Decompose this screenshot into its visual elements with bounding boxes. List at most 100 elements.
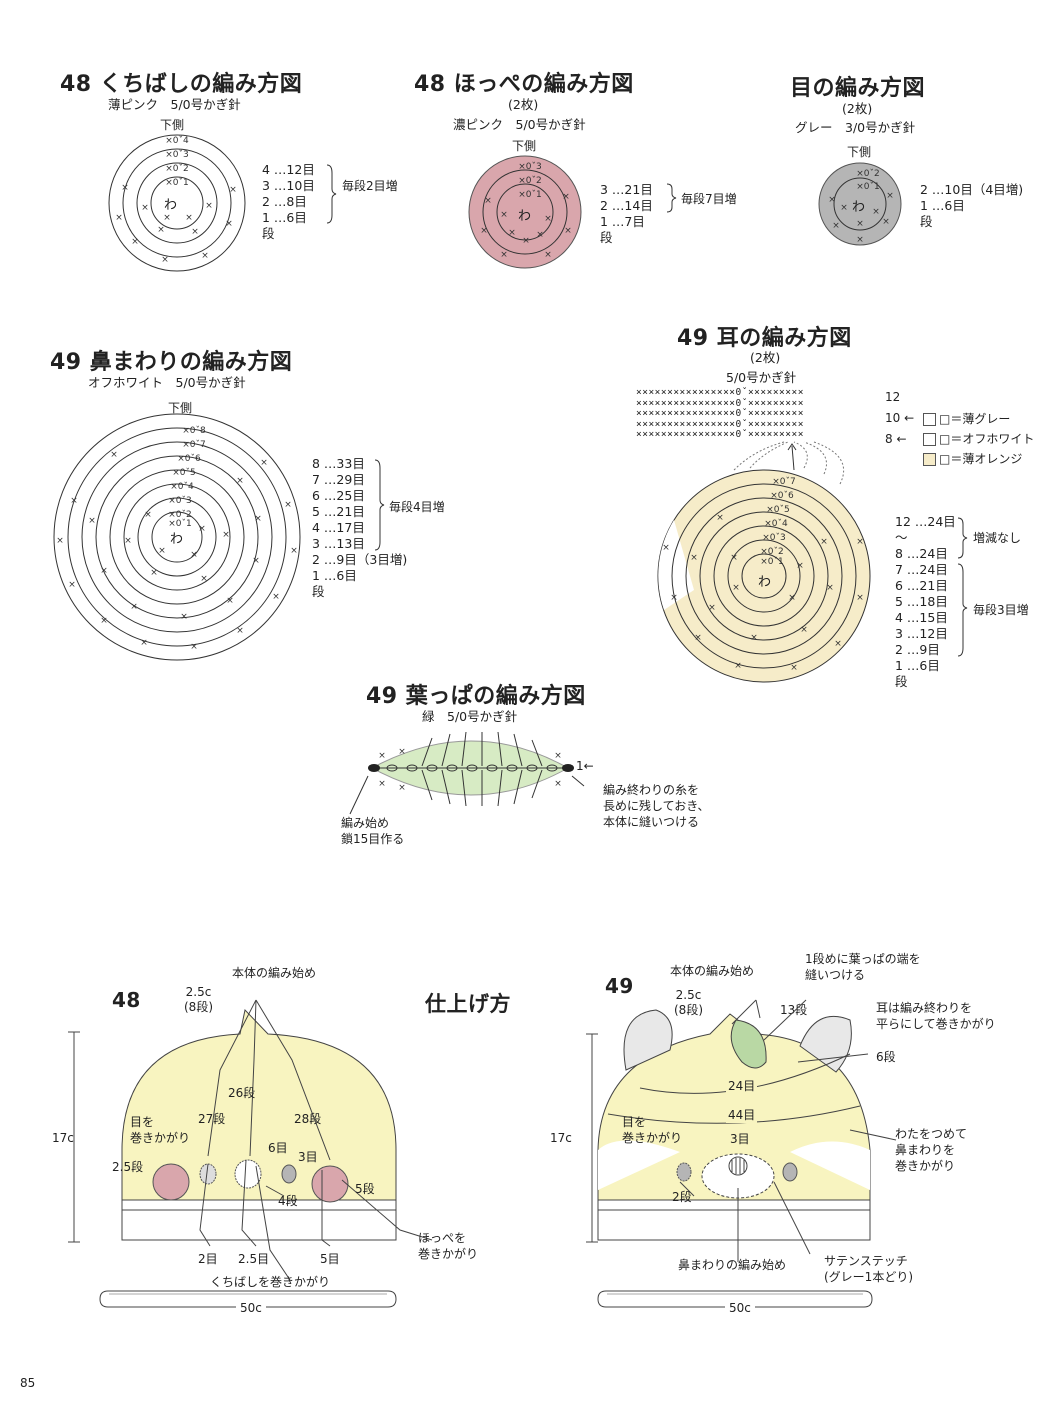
beak-center: わ xyxy=(164,198,178,213)
svg-text:×: × xyxy=(157,225,165,235)
svg-text:×: × xyxy=(708,603,716,613)
svg-text:×0ˇ2: ×0ˇ2 xyxy=(518,175,542,186)
svg-text:×: × xyxy=(716,513,724,523)
svg-text:×: × xyxy=(236,476,244,486)
ear-flat-rows: ××××××××××××××××0ˇ××××××××× ××××××××××××… xyxy=(636,387,804,440)
svg-text:×: × xyxy=(130,602,138,612)
hat48-cheek-note: ほっぺを巻きかがり xyxy=(418,1231,479,1261)
beak-diagram: ×0ˇ4×0ˇ3×0ˇ2×0ˇ1 ×××× ××× ×××× ×× xyxy=(108,134,246,272)
svg-text:×0ˇ3: ×0ˇ3 xyxy=(518,161,542,172)
svg-text:×: × xyxy=(252,556,260,566)
finishing-title: 仕上げ方 xyxy=(425,992,511,1016)
ear-brackets xyxy=(957,517,968,657)
cheek-bracket xyxy=(666,183,677,213)
nose-yarn: オフホワイト 5/0号かぎ針 xyxy=(88,375,246,390)
hat49-r2: 2段 xyxy=(672,1190,692,1204)
svg-text:×: × xyxy=(750,633,758,643)
hat49-m3: 3目 xyxy=(730,1132,750,1146)
svg-text:×: × xyxy=(398,747,406,757)
svg-text:×: × xyxy=(254,514,262,524)
hat49-nose-start: 鼻まわりの編み始め xyxy=(678,1258,787,1272)
svg-text:×: × xyxy=(790,663,798,673)
leaf-diagram: ×××× ×× xyxy=(349,731,585,815)
svg-text:×: × xyxy=(229,185,237,195)
svg-text:×: × xyxy=(158,546,166,556)
svg-text:×: × xyxy=(694,633,702,643)
hat48-r28: 28段 xyxy=(294,1112,322,1126)
hat48-r5: 5段 xyxy=(355,1182,375,1196)
hat49-stuff-note: わたをつめて鼻まわりを巻きかがり xyxy=(895,1127,968,1173)
svg-text:×0ˇ6: ×0ˇ6 xyxy=(770,490,794,501)
hat48-diagram xyxy=(68,999,433,1308)
hat48-start-label: 本体の編み始め xyxy=(232,966,317,980)
svg-text:×: × xyxy=(800,625,808,635)
svg-text:×: × xyxy=(832,221,840,231)
svg-text:×0ˇ4: ×0ˇ4 xyxy=(170,481,194,492)
svg-text:×: × xyxy=(150,568,158,578)
beak-bracket-note: 毎段2目増 xyxy=(342,179,398,193)
svg-text:×: × xyxy=(508,228,516,238)
nose-bracket-note: 毎段4目増 xyxy=(389,500,445,514)
svg-text:×0ˇ5: ×0ˇ5 xyxy=(766,504,790,515)
svg-text:×: × xyxy=(124,536,132,546)
svg-text:×: × xyxy=(536,230,544,240)
hat48-m3: 3目 xyxy=(298,1150,318,1164)
svg-text:×: × xyxy=(882,217,890,227)
hat49-leaf-note: 1段めに葉っぱの端を縫いつける xyxy=(805,952,921,982)
svg-text:×: × xyxy=(100,616,108,626)
nose-chart-title: 49 鼻まわりの編み方図 xyxy=(50,350,293,375)
svg-text:×: × xyxy=(732,583,740,593)
svg-text:×0ˇ3: ×0ˇ3 xyxy=(762,532,786,543)
svg-text:×: × xyxy=(144,510,152,520)
cheek-top-label: 下側 xyxy=(512,139,537,153)
svg-text:×: × xyxy=(201,251,209,261)
svg-text:×: × xyxy=(734,661,742,671)
cheek-center: わ xyxy=(518,209,532,224)
svg-text:×0ˇ3: ×0ˇ3 xyxy=(165,149,189,160)
svg-text:×: × xyxy=(828,195,836,205)
page-number: 85 xyxy=(20,1376,36,1390)
cheek-count: (2枚) xyxy=(508,97,539,112)
hat48-r2-5: 2.5段 xyxy=(112,1160,144,1174)
svg-text:×: × xyxy=(398,783,406,793)
hat49-width: 50c xyxy=(725,1301,755,1315)
svg-text:×: × xyxy=(480,226,488,236)
ear-chart-title: 49 耳の編み方図 xyxy=(677,326,852,351)
svg-text:×: × xyxy=(185,213,193,223)
svg-text:×: × xyxy=(272,592,280,602)
hat49-satin-note: サテンステッチ(グレー1本どり) xyxy=(824,1254,913,1284)
hat49-r13: 13段 xyxy=(780,1003,808,1017)
eye-rows: 2 …10目（4目増)1 …6目段 xyxy=(920,182,1024,229)
nose-center: わ xyxy=(170,532,184,547)
hat48-number: 48 xyxy=(112,988,141,1012)
svg-text:×: × xyxy=(826,583,834,593)
svg-text:×: × xyxy=(222,530,230,540)
hat48-beak-note: くちばしを巻きかがり xyxy=(210,1275,331,1289)
hat48-b5: 5目 xyxy=(320,1252,340,1266)
svg-text:×: × xyxy=(544,250,552,260)
legend-light-gray: □＝薄グレー xyxy=(923,410,1010,427)
svg-text:×0ˇ3: ×0ˇ3 xyxy=(168,495,192,506)
svg-text:×: × xyxy=(872,207,880,217)
svg-text:×: × xyxy=(554,779,562,789)
ear-yarn: 5/0号かぎ針 xyxy=(726,370,797,385)
hat48-b2-5: 2.5目 xyxy=(238,1252,270,1266)
cheek-yarn: 濃ピンク 5/0号かぎ針 xyxy=(453,117,586,132)
svg-text:×: × xyxy=(484,196,492,206)
leaf-end-note: 編み終わりの糸を長めに残しておき、本体に縫いつける xyxy=(603,783,710,829)
svg-text:×: × xyxy=(70,496,78,506)
svg-text:×: × xyxy=(200,574,208,584)
ear-flat-row-8: 8 ← xyxy=(885,432,907,446)
svg-text:×: × xyxy=(205,201,213,211)
svg-text:×0ˇ1: ×0ˇ1 xyxy=(165,177,189,188)
svg-text:×: × xyxy=(110,450,118,460)
svg-text:×: × xyxy=(378,779,386,789)
svg-text:×: × xyxy=(260,458,268,468)
legend-swatch-gray xyxy=(923,413,936,426)
hat48-r26: 26段 xyxy=(228,1086,256,1100)
ear-note-upper: 増減なし xyxy=(973,531,1022,545)
svg-text:×0ˇ2: ×0ˇ2 xyxy=(165,163,189,174)
svg-text:×0ˇ5: ×0ˇ5 xyxy=(172,467,196,478)
beak-bracket xyxy=(326,164,337,224)
